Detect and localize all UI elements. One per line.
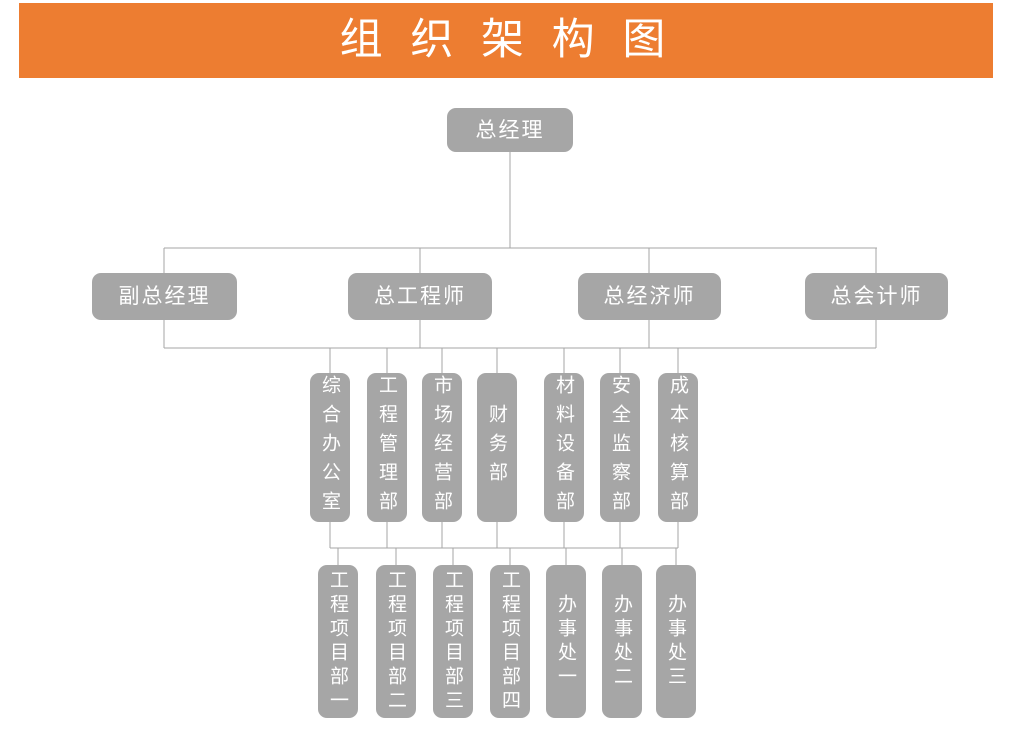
node-chief-accountant: 总会计师 <box>805 273 948 320</box>
node-general-office: 综合办公室 <box>310 373 350 522</box>
node-cost-accounting-dept: 成本核算部 <box>658 373 698 522</box>
node-materials-equipment-dept: 材料设备部 <box>544 373 584 522</box>
node-safety-supervision-dept: 安全监察部 <box>600 373 640 522</box>
node-chief-economist: 总经济师 <box>578 273 721 320</box>
node-office-2: 办事处二 <box>602 565 642 718</box>
node-market-operation-dept: 市场经营部 <box>422 373 462 522</box>
node-project-dept-2: 工程项目部二 <box>376 565 416 718</box>
node-office-1: 办事处一 <box>546 565 586 718</box>
node-finance-dept: 财务部 <box>477 373 517 522</box>
node-deputy-general-manager: 副总经理 <box>92 273 237 320</box>
node-project-dept-4: 工程项目部四 <box>490 565 530 718</box>
node-project-dept-3: 工程项目部三 <box>433 565 473 718</box>
node-engineering-management-dept: 工程管理部 <box>367 373 407 522</box>
title-banner: 组 织 架 构 图 <box>19 3 993 78</box>
node-project-dept-1: 工程项目部一 <box>318 565 358 718</box>
node-general-manager: 总经理 <box>447 108 573 152</box>
page-title: 组 织 架 构 图 <box>339 15 673 65</box>
node-chief-engineer: 总工程师 <box>348 273 492 320</box>
node-office-3: 办事处三 <box>656 565 696 718</box>
